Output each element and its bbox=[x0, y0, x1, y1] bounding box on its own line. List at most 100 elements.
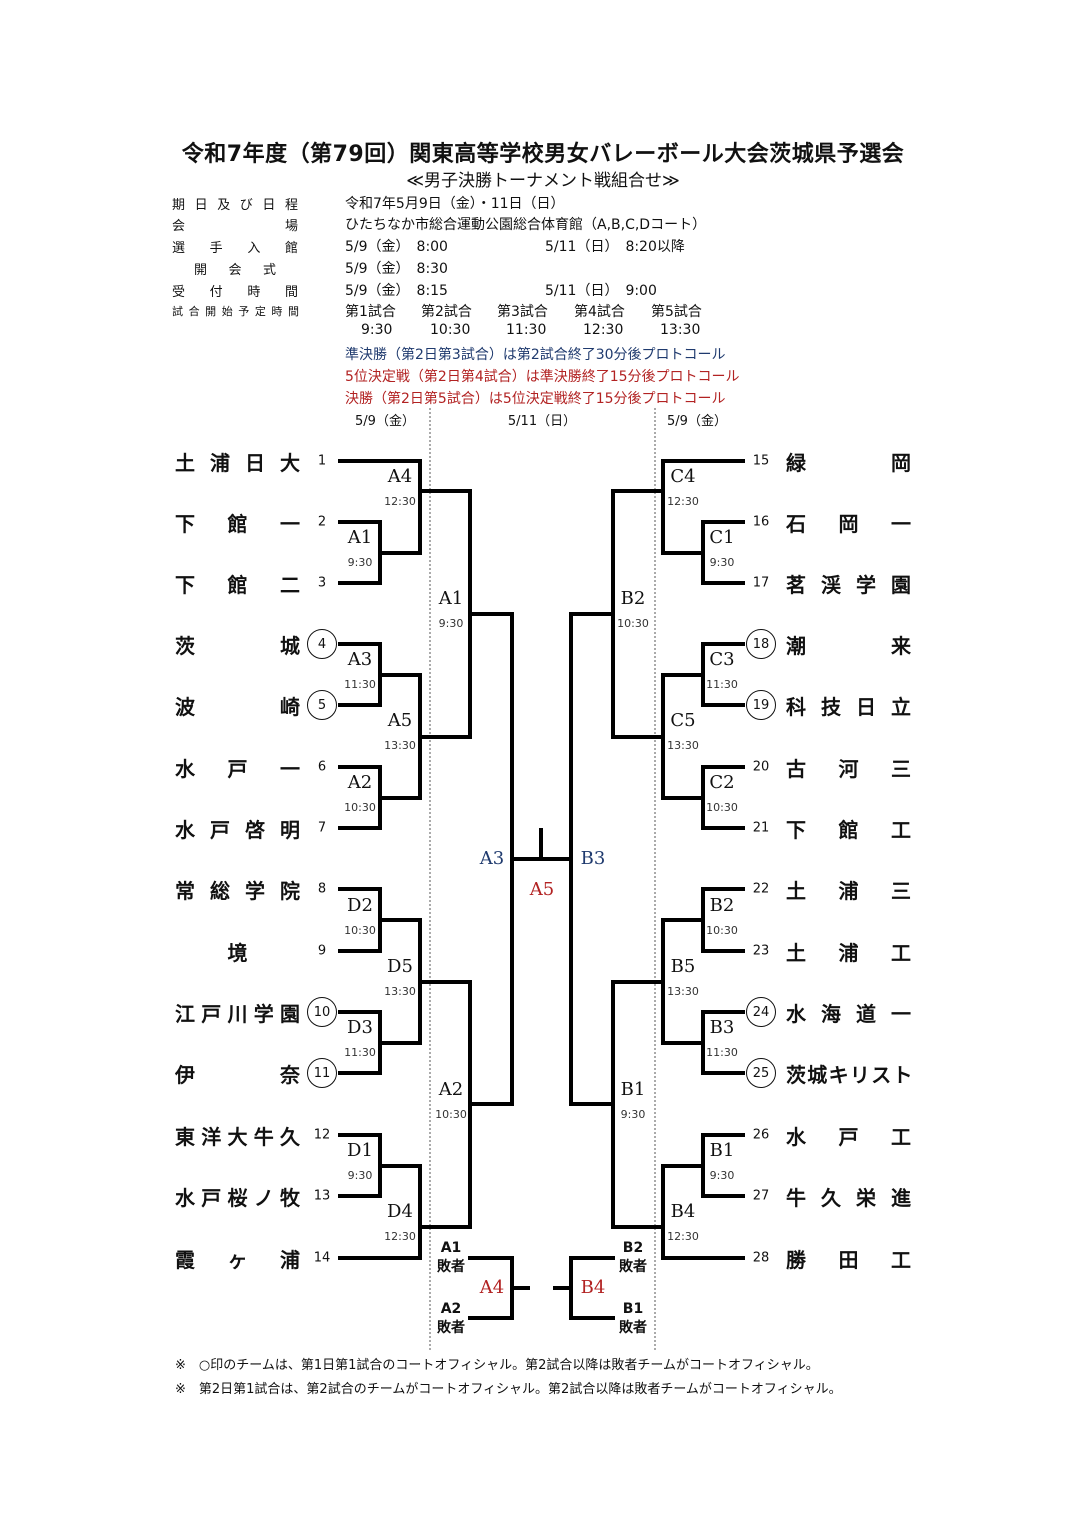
match-code: B4 bbox=[670, 1201, 696, 1222]
game-time: 12:30 bbox=[583, 322, 624, 338]
team-name: 水戸桜ノ牧 bbox=[175, 1186, 300, 1210]
match-code: A4 bbox=[387, 466, 413, 487]
info-value-2: 5/11（日） 8:20以降 bbox=[545, 239, 685, 255]
seed-number: 3 bbox=[317, 575, 327, 591]
seed-number: 26 bbox=[752, 1127, 770, 1143]
team-name: 茗渓学園 bbox=[786, 573, 911, 597]
team-name: 石岡一 bbox=[786, 512, 911, 536]
game-label: 第3試合 bbox=[497, 304, 548, 320]
info-value: ひたちなか市総合運動公園総合体育館（A,B,C,Dコート） bbox=[345, 217, 707, 233]
match-time: 12:30 bbox=[384, 495, 416, 508]
seed-number: 8 bbox=[317, 881, 327, 897]
court-official-seed-number: 24 bbox=[746, 997, 776, 1027]
fifth-place-right-label: B4 bbox=[580, 1277, 606, 1298]
seed-number: 1 bbox=[317, 453, 327, 469]
match-time: 11:30 bbox=[344, 678, 376, 691]
game-label: 第2試合 bbox=[421, 304, 472, 320]
seed-number: 15 bbox=[752, 453, 770, 469]
game-label: 第1試合 bbox=[345, 304, 396, 320]
court-official-seed-number: 11 bbox=[307, 1058, 337, 1088]
match-code: D1 bbox=[347, 1140, 373, 1161]
match-code: C4 bbox=[670, 466, 696, 487]
match-code: A3 bbox=[347, 649, 373, 670]
game-time: 10:30 bbox=[430, 322, 471, 338]
loser-code: A2 bbox=[440, 1301, 462, 1317]
info-value: 5/9（金） 8:00 bbox=[345, 239, 448, 255]
semifinal-left-label: A3 bbox=[479, 848, 505, 869]
team-name: 茨城キリスト bbox=[786, 1063, 913, 1087]
seed-number: 20 bbox=[752, 759, 770, 775]
team-name: 下館一 bbox=[175, 512, 300, 536]
match-time: 10:30 bbox=[435, 1108, 467, 1121]
seed-number: 14 bbox=[313, 1250, 331, 1266]
match-code: C5 bbox=[670, 710, 696, 731]
match-code: A2 bbox=[347, 772, 373, 793]
loser-text: 敗者 bbox=[619, 1259, 647, 1275]
seed-number: 17 bbox=[752, 575, 770, 591]
match-time: 13:30 bbox=[384, 739, 416, 752]
team-name: 土浦三 bbox=[786, 879, 911, 903]
match-code: A2 bbox=[438, 1079, 464, 1100]
team-name: 潮来 bbox=[786, 634, 911, 658]
court-official-seed-number: 10 bbox=[307, 997, 337, 1027]
team-name: 土浦工 bbox=[786, 941, 911, 965]
team-name: 常総学院 bbox=[175, 879, 300, 903]
team-name: 下館工 bbox=[786, 818, 911, 842]
seed-number: 7 bbox=[317, 820, 327, 836]
page-subtitle: ≪男子決勝トーナメント戦組合せ≫ bbox=[406, 171, 680, 191]
match-code: D5 bbox=[387, 956, 413, 977]
match-code: B2 bbox=[709, 895, 735, 916]
game-time: 9:30 bbox=[361, 322, 393, 338]
match-code: A1 bbox=[347, 527, 373, 548]
seed-number: 21 bbox=[752, 820, 770, 836]
game-time: 11:30 bbox=[506, 322, 547, 338]
team-name: 霞ヶ浦 bbox=[175, 1248, 300, 1272]
match-time: 10:30 bbox=[706, 801, 738, 814]
match-code: C2 bbox=[709, 772, 735, 793]
match-time: 9:30 bbox=[347, 1169, 373, 1182]
match-time: 10:30 bbox=[344, 924, 376, 937]
match-code: D3 bbox=[347, 1017, 373, 1038]
date-header-center: 5/11（日） bbox=[507, 414, 577, 429]
match-code: C1 bbox=[709, 527, 735, 548]
match-time: 10:30 bbox=[344, 801, 376, 814]
schedule-label: 試合開始予定時間 bbox=[172, 305, 300, 318]
game-label: 第4試合 bbox=[574, 304, 625, 320]
team-name: 水戸啓明 bbox=[175, 818, 300, 842]
match-code: A5 bbox=[387, 710, 413, 731]
team-name: 東洋大牛久 bbox=[175, 1125, 300, 1149]
match-time: 11:30 bbox=[706, 1046, 738, 1059]
seed-number: 13 bbox=[313, 1188, 331, 1204]
match-time: 9:30 bbox=[438, 617, 464, 630]
seed-number: 12 bbox=[313, 1127, 331, 1143]
match-time: 9:30 bbox=[620, 1108, 646, 1121]
seed-number: 9 bbox=[317, 943, 327, 959]
info-value: 5/9（金） 8:30 bbox=[345, 261, 448, 277]
match-code: D4 bbox=[387, 1201, 413, 1222]
team-name: 江戸川学園 bbox=[175, 1002, 300, 1026]
date-header-right: 5/9（金） bbox=[667, 414, 727, 429]
match-code: B5 bbox=[670, 956, 696, 977]
loser-text: 敗者 bbox=[437, 1259, 465, 1275]
court-official-seed-number: 4 bbox=[307, 629, 337, 659]
loser-code: B1 bbox=[622, 1301, 644, 1317]
loser-text: 敗者 bbox=[619, 1320, 647, 1336]
date-header-left: 5/9（金） bbox=[355, 414, 415, 429]
team-name: 緑岡 bbox=[786, 451, 911, 475]
info-label: 受付時間 bbox=[172, 285, 300, 300]
info-label: 会場 bbox=[172, 219, 300, 234]
team-name: 牛久栄進 bbox=[786, 1186, 911, 1210]
game-time: 13:30 bbox=[660, 322, 701, 338]
info-label: 期日及び日程 bbox=[172, 198, 300, 213]
protocol-note-final: 決勝（第2日第5試合）は5位決定戦終了15分後プロトコール bbox=[345, 391, 726, 407]
team-name: 下館二 bbox=[175, 573, 300, 597]
fifth-place-left-label: A4 bbox=[479, 1277, 505, 1298]
team-name: 水戸一 bbox=[175, 757, 300, 781]
match-time: 11:30 bbox=[706, 678, 738, 691]
court-official-seed-number: 25 bbox=[746, 1058, 776, 1088]
seed-number: 16 bbox=[752, 514, 770, 530]
